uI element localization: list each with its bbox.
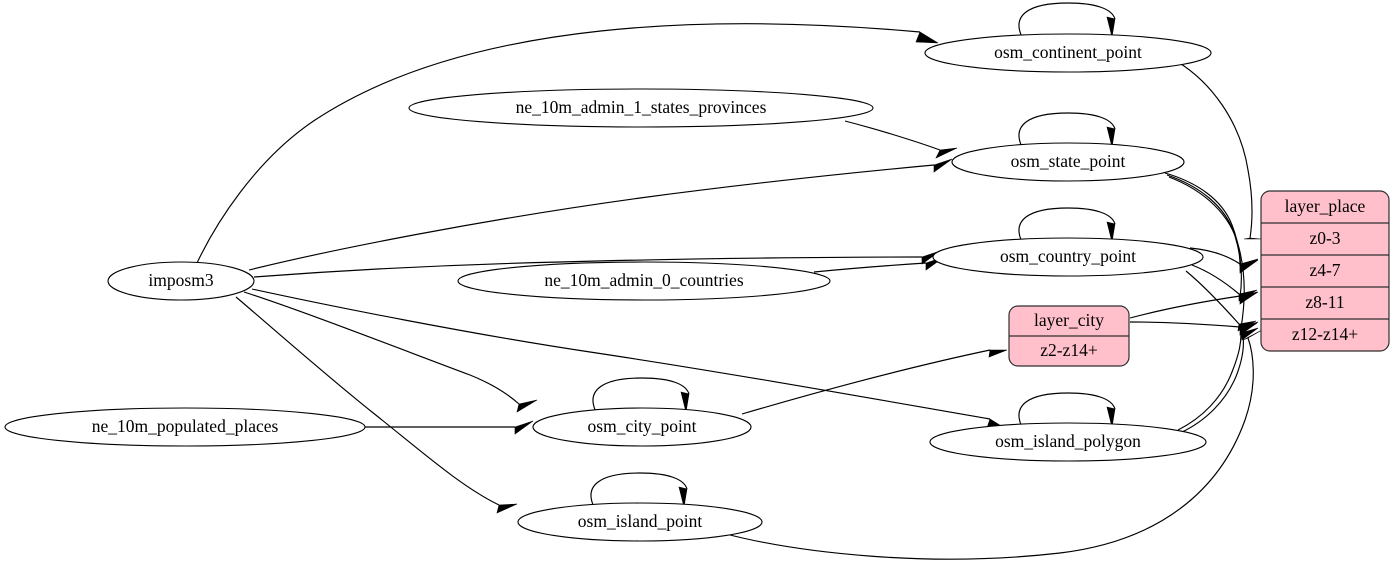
edges-group <box>196 2 1263 560</box>
node-imposm3[interactable]: imposm3 <box>107 261 255 301</box>
edge-ne_10m_populated_places-to-osm_city_point <box>365 420 534 435</box>
edge-ne_10m_admin_1_states_provinces-to-osm_state_point <box>844 120 958 159</box>
edge-self-osm_island_point <box>590 472 688 508</box>
nodes-group: imposm3 ne_10m_admin_1_states_provinces … <box>4 33 1212 542</box>
edge-self-osm_continent_point <box>1018 2 1116 38</box>
edge-imposm3-to-osm_state_point <box>248 158 953 271</box>
node-osm_island_point[interactable]: osm_island_point <box>517 502 763 542</box>
node-osm_island_polygon[interactable]: osm_island_polygon <box>929 422 1207 462</box>
edge-osm_continent_point-to-layer_place-z0-3 <box>1177 61 1262 240</box>
edge-self-osm_state_point <box>1018 112 1116 148</box>
node-ne_10m_admin_0_countries[interactable]: ne_10m_admin_0_countries <box>457 261 831 301</box>
node-osm_city_point[interactable]: osm_city_point <box>532 407 752 447</box>
node-ne_10m_populated_places[interactable]: ne_10m_populated_places <box>4 407 366 447</box>
edge-layer_city-to-layer_place-z12-z14 <box>1129 321 1259 335</box>
edge-self-osm_country_point <box>1018 207 1116 243</box>
edge-osm_island_polygon-to-layer_place-z12-z14 <box>1177 327 1259 431</box>
edge-osm_island_polygon-to-layer_place-z12-z14-b <box>1179 335 1245 434</box>
node-osm_country_point[interactable]: osm_country_point <box>932 237 1204 277</box>
node-ne_10m_admin_1_states_provinces[interactable]: ne_10m_admin_1_states_provinces <box>408 88 874 128</box>
edge-self-osm_island_polygon <box>1018 392 1116 428</box>
node-osm_state_point[interactable]: osm_state_point <box>951 142 1185 182</box>
node-layer_place[interactable]: layer_place z0-3 z4-7 z8-11 z12-z14+ <box>1260 190 1390 352</box>
edge-osm_city_point-to-layer_city-z2-z14 <box>741 349 1008 415</box>
node-osm_continent_point[interactable]: osm_continent_point <box>924 33 1212 73</box>
edge-osm_state_point-to-layer_place-z8-11 <box>1166 174 1258 305</box>
edge-osm_island_point-to-layer_place-z12-z14 <box>725 329 1263 560</box>
edge-osm_country_point-to-layer_place-z4-7 <box>1189 247 1259 272</box>
edge-layer_city-to-layer_place-z8-11 <box>1129 291 1259 319</box>
edge-self-osm_city_point <box>592 377 690 413</box>
edge-imposm3-to-osm_city_point <box>243 291 538 413</box>
node-layer_city[interactable]: layer_city z2-z14+ <box>1008 305 1130 367</box>
edge-imposm3-to-osm_island_point <box>235 296 518 514</box>
layer-nodes-group: layer_place z0-3 z4-7 z8-11 z12-z14+ lay… <box>1008 190 1390 367</box>
edge-imposm3-to-osm_continent_point <box>196 23 939 264</box>
